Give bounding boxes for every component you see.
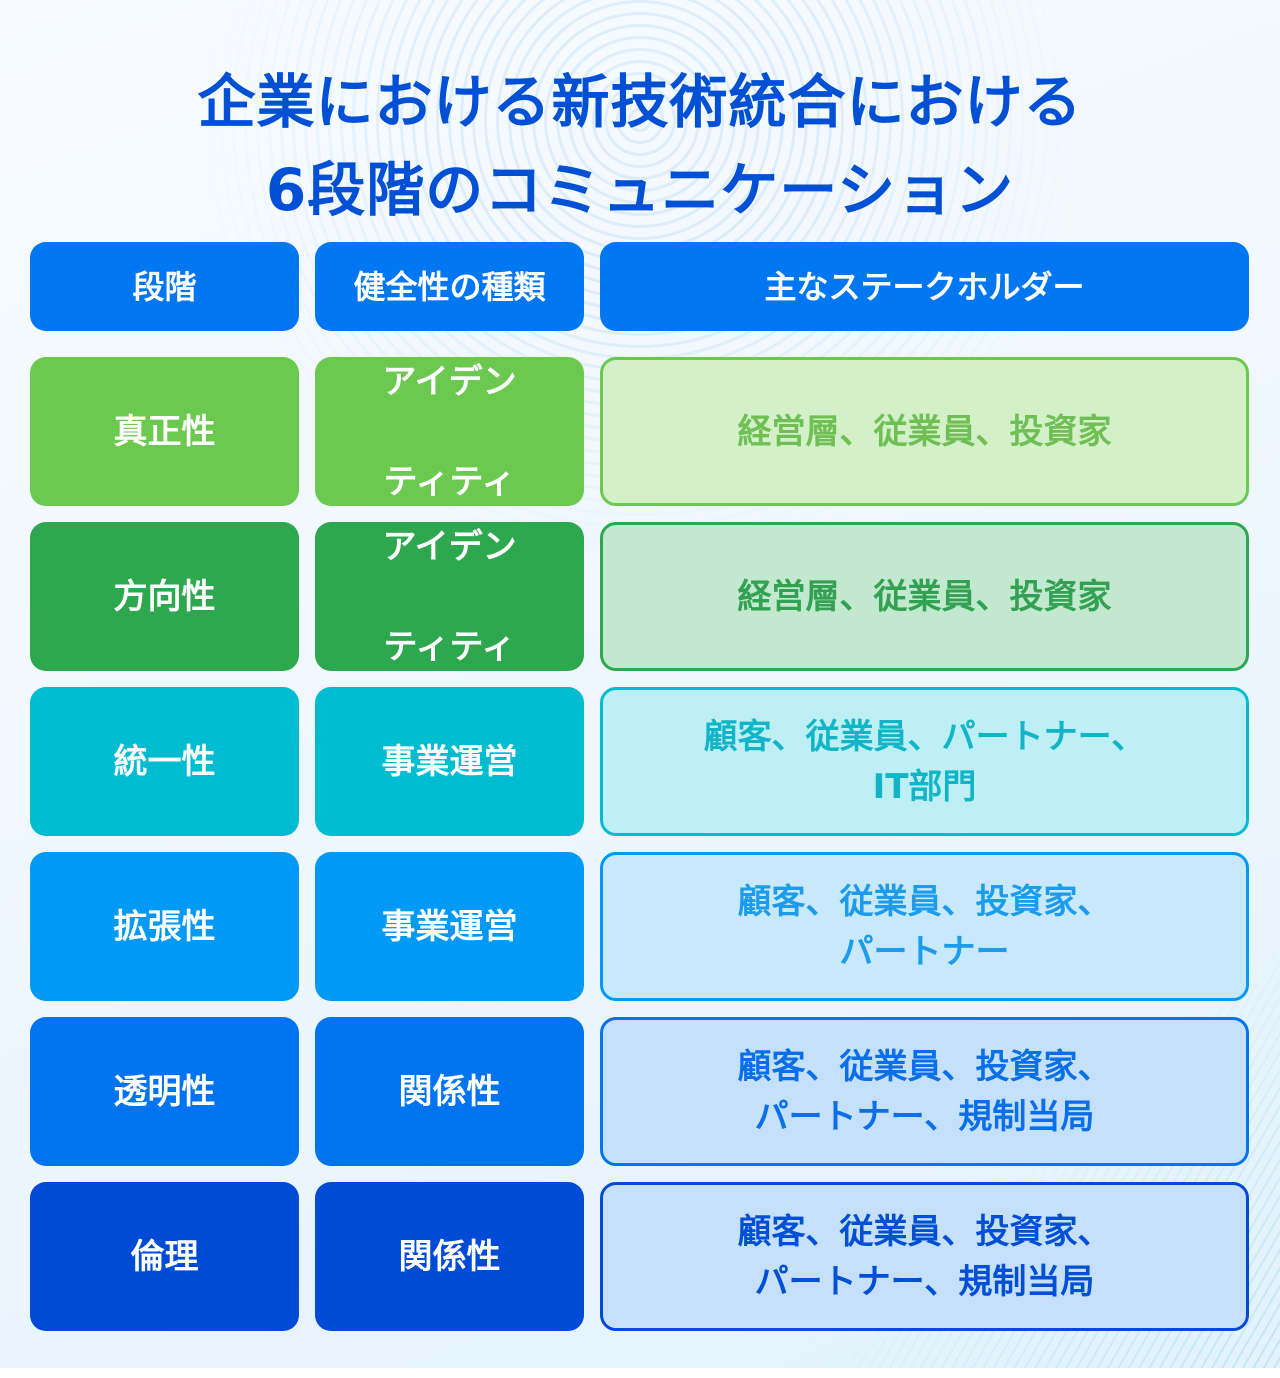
stakeholders-label: 経営層、従業員、投資家: [737, 411, 1112, 452]
header-stakeholders: 主なステークホルダー: [600, 242, 1249, 331]
type-cell: 事業運営: [315, 687, 584, 836]
stage-label: 透明性: [113, 1071, 216, 1112]
stage-cell: 透明性: [30, 1017, 299, 1166]
stage-cell: 統一性: [30, 687, 299, 836]
stakeholders-label: 顧客、従業員、投資家、 パートナー、規制当局: [737, 1211, 1112, 1302]
title-line-1: 企業における新技術統合における: [197, 68, 1083, 136]
header-stage: 段階: [30, 242, 299, 331]
stage-label: 統一性: [113, 741, 216, 782]
stakeholders-cell: 経営層、従業員、投資家: [600, 522, 1249, 671]
stakeholders-label: 経営層、従業員、投資家: [737, 576, 1112, 617]
type-cell: 関係性: [315, 1017, 584, 1166]
type-cell: 事業運営: [315, 852, 584, 1001]
stage-label: 真正性: [113, 411, 216, 452]
type-label: アイデン: [382, 526, 517, 567]
title-line-2: 6段階のコミュニケーション: [265, 156, 1015, 224]
type-cell: アイデンティティ: [315, 522, 584, 671]
type-label: 関係性: [398, 1236, 501, 1277]
stakeholders-cell: 顧客、従業員、投資家、 パートナー、規制当局: [600, 1182, 1249, 1331]
stakeholders-label: 顧客、従業員、投資家、 パートナー、規制当局: [737, 1046, 1112, 1137]
page-title: 企業における新技術統合における 6段階のコミュニケーション: [0, 58, 1280, 234]
stage-label: 倫理: [130, 1236, 199, 1277]
stage-label: 方向性: [113, 576, 216, 617]
type-label: アイデン: [382, 361, 517, 402]
type-cell: 関係性: [315, 1182, 584, 1331]
stage-label: 拡張性: [113, 906, 216, 947]
stage-cell: 真正性: [30, 357, 299, 506]
type-label: 事業運営: [381, 741, 518, 782]
type-label-line2: ティティ: [383, 626, 516, 667]
stage-cell: 倫理: [30, 1182, 299, 1331]
type-label: 関係性: [398, 1071, 501, 1112]
stakeholders-cell: 顧客、従業員、投資家、 パートナー: [600, 852, 1249, 1001]
stakeholders-label: 顧客、従業員、パートナー、 IT部門: [703, 716, 1146, 807]
stage-cell: 方向性: [30, 522, 299, 671]
header-type: 健全性の種類: [315, 242, 584, 331]
type-cell: アイデンティティ: [315, 357, 584, 506]
type-label-line2: ティティ: [383, 461, 516, 502]
type-label: 事業運営: [381, 906, 518, 947]
stakeholders-cell: 顧客、従業員、パートナー、 IT部門: [600, 687, 1249, 836]
stakeholders-cell: 顧客、従業員、投資家、 パートナー、規制当局: [600, 1017, 1249, 1166]
stakeholders-cell: 経営層、従業員、投資家: [600, 357, 1249, 506]
stage-cell: 拡張性: [30, 852, 299, 1001]
stakeholders-label: 顧客、従業員、投資家、 パートナー: [737, 881, 1112, 972]
